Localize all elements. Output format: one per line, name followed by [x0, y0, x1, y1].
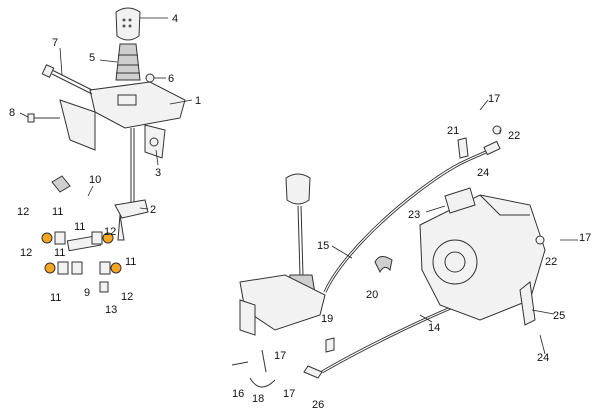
lever-base-bracket: [59, 81, 186, 159]
spring: [261, 349, 267, 373]
callout-10: 10: [89, 174, 101, 186]
shift-rod-2: [114, 128, 149, 241]
linkage-bushings: [41, 231, 122, 293]
washer-22-right: [535, 235, 545, 245]
callout-11: 11: [50, 292, 61, 304]
callout-26: 26: [312, 399, 324, 411]
callout-15: 15: [317, 240, 329, 252]
callout-12: 12: [104, 226, 116, 238]
callout-13: 13: [105, 304, 117, 316]
clip-18: [249, 377, 276, 388]
callout-9: 9: [84, 287, 90, 299]
hose-20: [374, 256, 393, 274]
callout-12: 12: [20, 247, 32, 259]
bracket-23: [444, 187, 476, 214]
callout-11: 11: [52, 206, 63, 218]
callout-14: 14: [428, 322, 440, 334]
callout-18: 18: [252, 393, 264, 405]
callout-21: 21: [447, 125, 459, 137]
clip-21: [457, 137, 469, 159]
callout-17: 17: [579, 232, 591, 244]
lever-base-center: [239, 274, 326, 336]
leader-lines: [19, 17, 578, 355]
clip-19: [325, 337, 335, 353]
bolt-8: [27, 113, 60, 123]
callout-1: 1: [195, 95, 201, 107]
callout-25: 25: [553, 310, 565, 322]
callout-4: 4: [172, 13, 178, 25]
callout-7: 7: [52, 37, 58, 49]
callout-8: 8: [9, 107, 15, 119]
callout-12: 12: [17, 206, 29, 218]
callout-22: 22: [508, 130, 520, 142]
bushing-10: [51, 175, 71, 193]
callout-11: 11: [54, 247, 65, 259]
callout-19: 19: [321, 313, 333, 325]
callout-11: 11: [74, 221, 85, 233]
gear-knob-left: [115, 7, 141, 41]
callout-3: 3: [155, 167, 161, 179]
bracket-25: [519, 281, 536, 326]
gearbox: [419, 194, 546, 321]
callout-16: 16: [232, 388, 244, 400]
callout-5: 5: [89, 52, 95, 64]
callout-17: 17: [488, 93, 500, 105]
callout-17: 17: [283, 388, 295, 400]
callout-2: 2: [150, 204, 156, 216]
bolt-16: [231, 361, 249, 366]
callout-24: 24: [477, 167, 489, 179]
callout-17: 17: [274, 350, 286, 362]
callout-20: 20: [366, 289, 378, 301]
cable-15: [323, 140, 501, 293]
callout-12: 12: [121, 291, 133, 303]
callout-6: 6: [168, 73, 174, 85]
callout-23: 23: [408, 209, 420, 221]
callout-11: 11: [125, 256, 136, 268]
callout-24: 24: [537, 352, 549, 364]
callout-22: 22: [545, 256, 557, 268]
washer-22-top: [492, 125, 502, 135]
nut-6: [145, 73, 155, 83]
boot-left: [115, 43, 141, 81]
bolt-7: [41, 64, 93, 95]
